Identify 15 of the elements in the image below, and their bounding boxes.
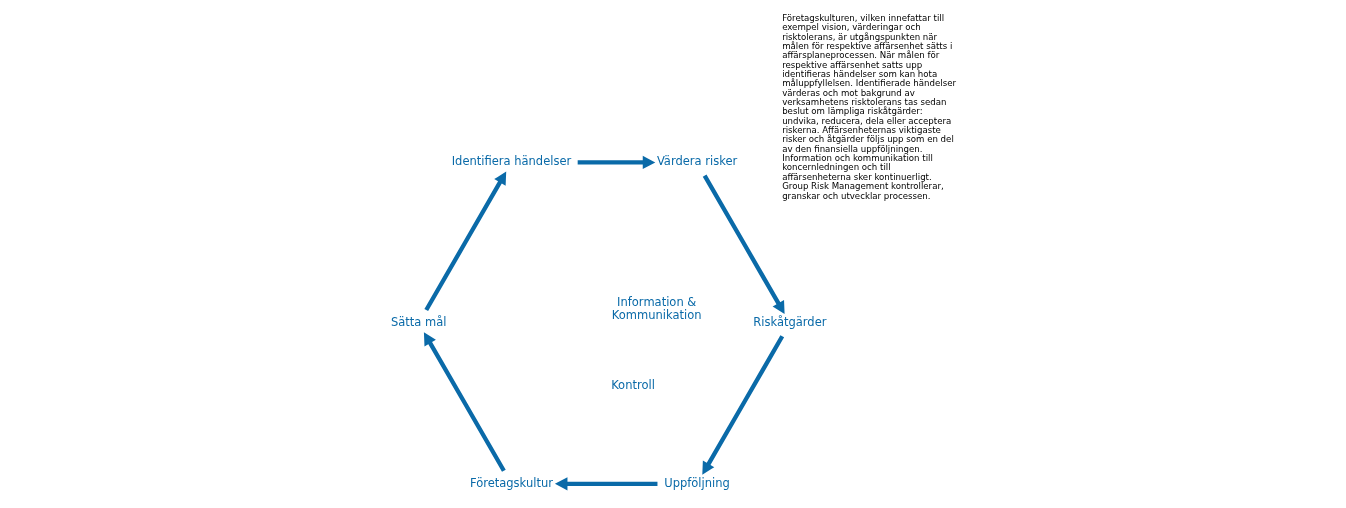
node-text: Uppföljning <box>664 475 730 490</box>
node-text: Identifiera händelser <box>451 154 572 169</box>
label: Kontroll <box>611 378 655 393</box>
arrow <box>702 174 785 315</box>
arrow <box>424 171 507 312</box>
node-text: Sätta mål <box>390 314 447 329</box>
label: Information & Kommunikation <box>611 295 702 323</box>
label: Företagskulturen, vilken innefattar till exempel vision, värderingar och risktolerans, är utgångspunkten när målen för respektive affärsenhet sätts i affärsplaneprocessen. När målen för respektive affärsenhet satts upp identifieras händelser som kan hota måluppfyllelsen. Identifierade händelser värderas och mot bakgrund av verksamhetens risktolerans tas sedan beslut om lämpliga riskåtgärder: undvika, reducera, dela eller acceptera riskerna. Affärsenheternas viktigaste risker och åtgärder följs upp som en del av den finansiella uppföljningen. Information och kommunikation till koncernledningen och till affärsenheterna sker kontinuerligt. Group Risk Management kontrollerar, granskar och utvecklar processen. <box>782 12 956 201</box>
arrow <box>423 332 506 472</box>
arrow <box>702 335 785 475</box>
arrow <box>554 477 658 491</box>
arrow <box>577 155 656 169</box>
node-text: Värdera risker <box>656 154 738 169</box>
node-text: Företagskultur <box>469 475 553 490</box>
node-text: Riskåtgärder <box>753 314 827 329</box>
